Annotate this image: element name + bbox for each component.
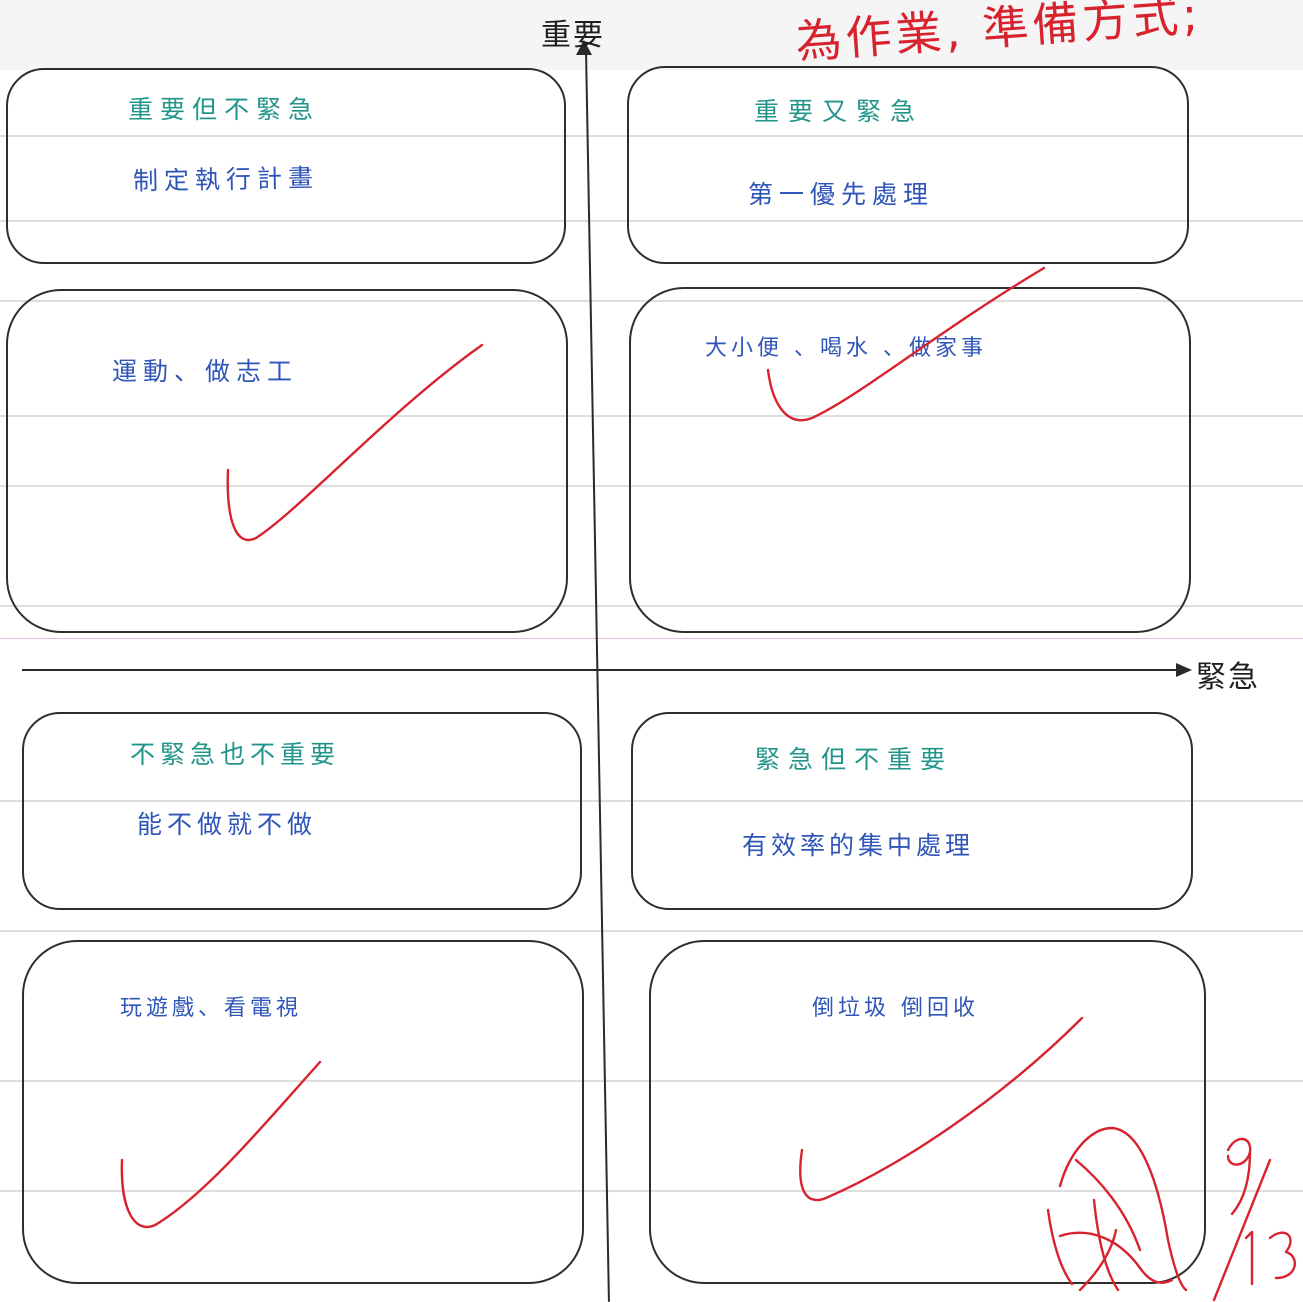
quadrant-title-important-and-urgent: 重要又緊急 [754,97,925,126]
background-rule [0,415,1303,417]
background-rule [0,930,1303,932]
quadrant-examples-not-urgent-not-important: 玩遊戲、看電視 [120,996,303,1021]
quadrant-action-urgent-not-important: 有效率的集中處理 [742,831,975,860]
quadrant-action-important-not-urgent: 制定執行計畫 [132,163,320,196]
quadrant-title-urgent-not-important: 緊急但不重要 [755,745,954,774]
quadrant-examples-box-urgent-not-important [649,940,1206,1284]
quadrant-title-box-important-not-urgent [6,68,566,264]
quadrant-action-important-and-urgent: 第一優先處理 [748,180,935,209]
urgency-axis [22,669,1180,671]
importance-axis-label: 重要 [541,18,605,53]
background-rule [0,135,1303,137]
page-margin-rule [0,638,1303,639]
quadrant-title-box-not-urgent-not-important [22,712,582,910]
quadrant-examples-box-important-not-urgent [6,289,568,633]
quadrant-title-not-urgent-not-important: 不緊急也不重要 [130,740,341,769]
quadrant-title-important-not-urgent: 重要但不緊急 [128,95,321,124]
background-rule [0,485,1303,487]
quadrant-action-not-urgent-not-important: 能不做就不做 [137,810,318,839]
importance-axis-arrowhead [576,40,592,55]
background-rule [0,1080,1303,1082]
background-rule [0,1190,1303,1192]
quadrant-examples-important-not-urgent: 運動、做志工 [112,357,299,386]
quadrant-examples-important-and-urgent: 大小便 、喝水 、做家事 [705,336,987,361]
urgency-axis-arrowhead [1176,663,1192,677]
background-rule [0,220,1303,222]
importance-axis [585,49,610,1302]
grading-date [1212,1137,1296,1302]
background-table-ghost [0,0,1303,70]
quadrant-examples-box-not-urgent-not-important [22,940,584,1284]
urgency-axis-label: 緊急 [1196,660,1260,695]
quadrant-title-box-important-and-urgent [627,66,1189,264]
quadrant-examples-urgent-not-important: 倒垃圾 倒回收 [812,996,979,1021]
background-rule [0,800,1303,802]
quadrant-title-box-urgent-not-important [631,712,1193,910]
